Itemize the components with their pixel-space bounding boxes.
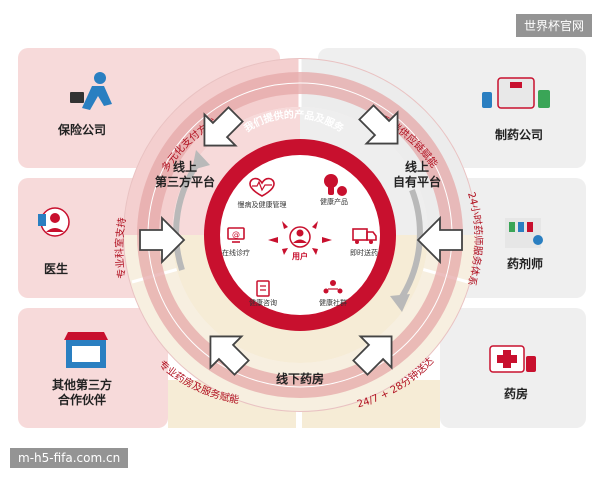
node-label-chronic: 慢病及健康管理 (238, 200, 287, 209)
label-pharmacist: 药剂师 (506, 257, 543, 271)
pharmacist-icon (505, 218, 543, 248)
watermark-bottom: m-h5-fifa.com.cn (10, 448, 129, 468)
consultation-icon (256, 280, 270, 297)
label-pharma: 制药公司 (494, 128, 543, 142)
arrow-left (139, 215, 186, 265)
delivery-truck-icon (352, 228, 377, 244)
platform-online-own-line1: 线上 (404, 160, 429, 174)
insurance-person-icon (70, 72, 112, 110)
label-partner-line2: 合作伙伴 (57, 393, 106, 407)
watermark-top: 世界杯官网 (515, 14, 592, 37)
node-label-online: 在线诊疗 (222, 248, 250, 257)
doctor-icon (38, 207, 70, 237)
arrow-top-right (358, 104, 399, 145)
platform-online-own-line2: 自有平台 (392, 175, 441, 189)
center-pointers (268, 221, 332, 255)
heart-monitor-icon (249, 177, 275, 197)
arrow-right (416, 215, 463, 265)
label-doctor: 医生 (43, 262, 68, 276)
pharmacy-icon (489, 345, 536, 373)
platform-offline: 线下药房 (275, 372, 324, 386)
user-icon (289, 226, 311, 248)
online-diagnosis-icon: @ (227, 227, 245, 243)
pharma-company-icon (482, 77, 550, 109)
arrow-top-left (203, 106, 244, 147)
platform-online-third-line2: 第三方平台 (154, 175, 215, 189)
partner-store-icon (64, 332, 108, 368)
arrow-bottom-right (352, 335, 393, 376)
arrow-bottom-left (209, 335, 250, 376)
node-label-community: 健康社群 (319, 298, 347, 307)
label-partner-line1: 其他第三方 (51, 378, 112, 392)
node-label-products: 健康产品 (320, 197, 348, 206)
svg-text:@: @ (232, 230, 240, 239)
community-icon (323, 280, 343, 294)
label-pharmacy: 药房 (503, 387, 528, 401)
user-label: 用户 (291, 251, 308, 261)
health-products-icon (324, 174, 347, 196)
node-label-consult: 健康咨询 (249, 298, 277, 307)
label-insurance: 保险公司 (57, 123, 106, 137)
node-label-delivery: 即时送药 (350, 248, 378, 257)
platform-online-third-line1: 线上 (172, 160, 197, 174)
